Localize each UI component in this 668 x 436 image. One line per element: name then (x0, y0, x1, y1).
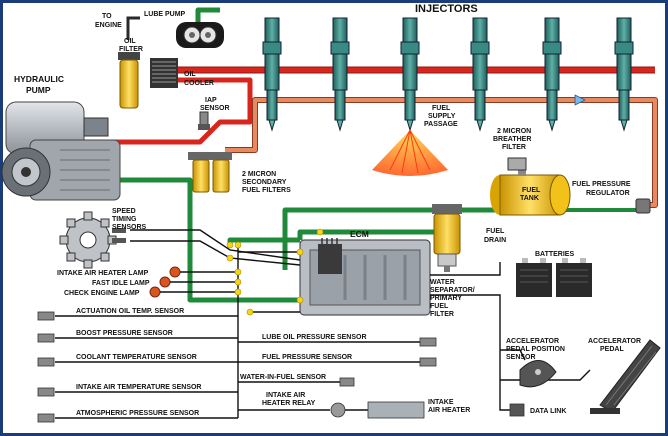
injector-3 (400, 17, 420, 132)
water-in-fuel-sensor-label: WATER-IN-FUEL SENSOR (240, 374, 326, 381)
intake-air-temperature-sensor-label: INTAKE AIR TEMPERATURE SENSOR (76, 384, 202, 391)
fast-idle-lamp-icon (159, 276, 171, 288)
injector-2 (330, 17, 350, 132)
actuation-oil-temp-sensor-label: ACTUATION OIL TEMP. SENSOR (76, 308, 184, 315)
speed-timing-sensors-icon (112, 228, 126, 243)
accelerator-pedal-position-sensor-label: ACCELERATOR PEDAL POSITION SENSOR (506, 338, 567, 361)
lube-oil-pressure-sensor-label: LUBE OIL PRESSURE SENSOR (262, 334, 367, 341)
fuel-tank-label: FUEL TANK (520, 187, 542, 202)
check-engine-lamp-label: CHECK ENGINE LAMP (64, 290, 140, 297)
secondary-fuel-filters-icon (188, 152, 232, 193)
fuel-spray-icon (372, 129, 448, 176)
lube-pump-label: LUBE PUMP (144, 11, 186, 18)
to-engine-label: TO ENGINE (95, 13, 122, 29)
injector-6 (614, 17, 634, 132)
injectors (262, 17, 634, 132)
breather-filter-icon (507, 157, 527, 171)
sensor-connectors (37, 311, 525, 423)
intake-air-heater-relay-label: INTAKE AIR HEATER RELAY (262, 392, 316, 407)
injector-5 (542, 17, 562, 132)
hydraulic-pump-label: HYDRAULIC PUMP (14, 74, 66, 95)
fast-idle-lamp-label: FAST IDLE LAMP (92, 280, 150, 287)
data-link-label: DATA LINK (530, 408, 566, 415)
intake-air-heater-label: INTAKE AIR HEATER (428, 399, 470, 414)
fuel-tank-icon (490, 168, 571, 216)
oil-filter-label: OIL FILTER (119, 38, 143, 53)
accelerator-pedal-label: ACCELERATOR PEDAL (588, 338, 643, 353)
iap-sensor-icon (198, 111, 210, 130)
timing-gear-icon (59, 211, 117, 269)
warning-lamps (149, 266, 181, 298)
speed-timing-sensors-label: SPEED TIMING SENSORS (112, 208, 147, 231)
oil-cooler-icon (150, 58, 178, 88)
fuel-supply-passage-label: FUEL SUPPLY PASSAGE (424, 105, 458, 128)
batteries-label: BATTERIES (535, 251, 574, 258)
intake-air-heater-lamp-label: INTAKE AIR HEATER LAMP (57, 270, 149, 277)
ecm-module (299, 238, 431, 316)
coolant-temperature-sensor-label: COOLANT TEMPERATURE SENSOR (76, 354, 197, 361)
oil-cooler-label: OIL COOLER (184, 71, 214, 87)
water-separator-label: WATER SEPARATOR/ PRIMARY FUEL FILTER (430, 279, 477, 318)
intake-air-heater-lamp-icon (169, 266, 181, 278)
breather-filter-label: 2 MICRON BREATHER FILTER (493, 128, 533, 151)
injectors-label: INJECTORS (415, 3, 478, 15)
accelerator-pedal-icon (590, 339, 661, 414)
water-separator-icon (432, 204, 462, 272)
fuel-drain-label: FUEL DRAIN (484, 228, 506, 244)
flow-arrow (574, 94, 586, 106)
accelerator-pedal-position-sensor-icon (519, 360, 557, 388)
ecm-label: ECM (350, 229, 369, 239)
batteries-icon (516, 258, 592, 297)
fuel-pressure-regulator-label: FUEL PRESSURE REGULATOR (572, 181, 633, 197)
hydraulic-pump-icon (1, 101, 121, 201)
injector-4 (470, 17, 490, 132)
fuel-supply-lines (225, 94, 658, 208)
atmospheric-pressure-sensor-label: ATMOSPHERIC PRESSURE SENSOR (76, 410, 199, 417)
injector-1 (262, 17, 282, 132)
fuel-pressure-regulator-icon (635, 198, 651, 214)
iap-sensor-label: IAP SENSOR (200, 97, 230, 112)
wire-junctions (226, 228, 324, 316)
check-engine-lamp-icon (149, 286, 161, 298)
lube-pump-icon (176, 22, 224, 48)
secondary-fuel-filters-label: 2 MICRON SECONDARY FUEL FILTERS (242, 171, 291, 194)
oil-filter-icon (118, 52, 140, 109)
boost-pressure-sensor-label: BOOST PRESSURE SENSOR (76, 330, 173, 337)
fuel-pressure-sensor-label: FUEL PRESSURE SENSOR (262, 354, 352, 361)
